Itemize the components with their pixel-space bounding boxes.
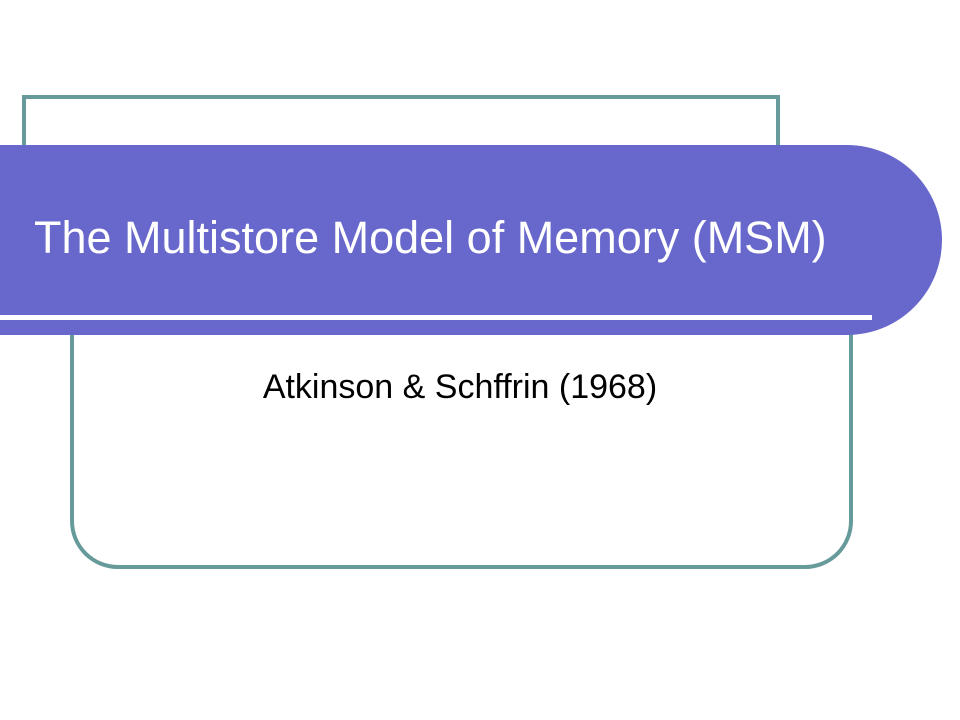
title-divider <box>0 315 872 320</box>
decorative-frame-bottom <box>70 300 853 569</box>
title-band: The Multistore Model of Memory (MSM) <box>0 145 942 335</box>
slide-title: The Multistore Model of Memory (MSM) <box>34 212 827 263</box>
slide-subtitle: Atkinson & Schffrin (1968) <box>262 368 658 406</box>
